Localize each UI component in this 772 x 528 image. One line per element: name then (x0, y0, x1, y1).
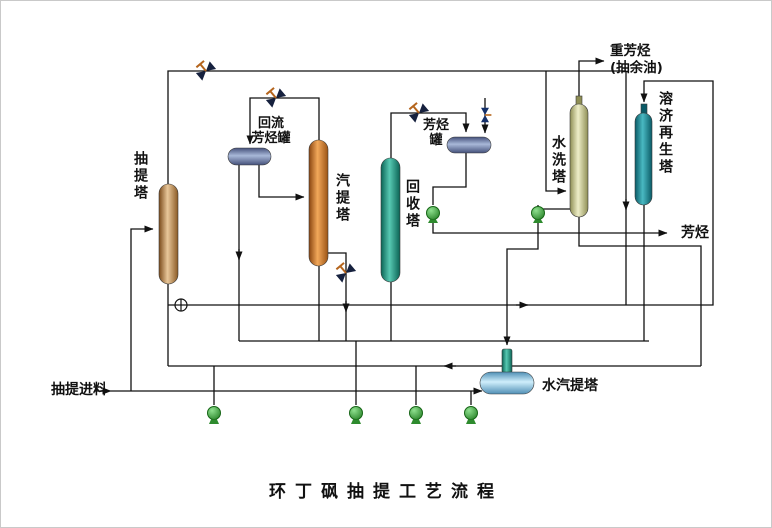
vessels (158, 95, 653, 395)
label-extraction-tower: 抽提塔 (132, 151, 148, 202)
valve-icon (265, 87, 287, 108)
pump-icon (409, 406, 423, 424)
label-stripper-tower: 汽提塔 (334, 173, 350, 224)
label-aromatics-product: 芳烃 (681, 225, 709, 241)
water-stripper-vessel (479, 371, 535, 395)
solvent-regen-tower-vessel (634, 112, 653, 206)
label-reflux-drum-line2: 芳烃罐 (251, 131, 291, 146)
label-heavy-aromatics: 重芳烃 (抽余油) (610, 43, 663, 77)
water-stripper-nozzle (501, 348, 513, 374)
reflux-aromatics-drum-vessel (227, 147, 272, 166)
diagram-title: 环丁砜抽提工艺流程 (269, 482, 503, 502)
label-aromatics-drum-line2: 罐 (429, 133, 443, 148)
label-recovery-tower: 回收塔 (404, 179, 420, 230)
label-reflux-drum-line1: 回流 (257, 116, 284, 131)
extraction-tower-vessel (158, 183, 179, 285)
label-aromatics-drum: 芳烃 罐 (413, 118, 459, 148)
control-valve-icon (480, 107, 492, 123)
label-water-wash-tower: 水洗塔 (550, 135, 566, 186)
label-water-stripper: 水汽提塔 (542, 378, 598, 394)
stripper-tower-vessel (308, 139, 329, 267)
circle-cross-junction-icon (174, 298, 188, 312)
label-reflux-drum: 回流 芳烃罐 (241, 116, 301, 146)
label-heavy-aromatics-line1: 重芳烃 (610, 43, 651, 59)
pump-icon (207, 406, 221, 424)
valve-icon (335, 262, 357, 283)
pumps (207, 206, 545, 424)
pipe-network (94, 57, 714, 405)
label-feed: 抽提进料 (51, 382, 107, 398)
valve-icon (195, 60, 217, 81)
label-aromatics-drum-line1: 芳烃 (422, 118, 449, 133)
pump-icon (349, 406, 363, 424)
recovery-tower-vessel (380, 157, 401, 283)
label-solvent-regen-tower: 溶济再生塔 (657, 91, 673, 176)
pump-icon (426, 206, 440, 223)
valve-icon (408, 102, 430, 123)
aromatics-drum-vessel (446, 136, 492, 154)
water-wash-tower-vessel (569, 103, 589, 218)
valves (195, 60, 492, 283)
label-heavy-aromatics-line2: (抽余油) (610, 60, 663, 76)
pump-icon (531, 206, 545, 223)
pump-icon (464, 406, 478, 424)
